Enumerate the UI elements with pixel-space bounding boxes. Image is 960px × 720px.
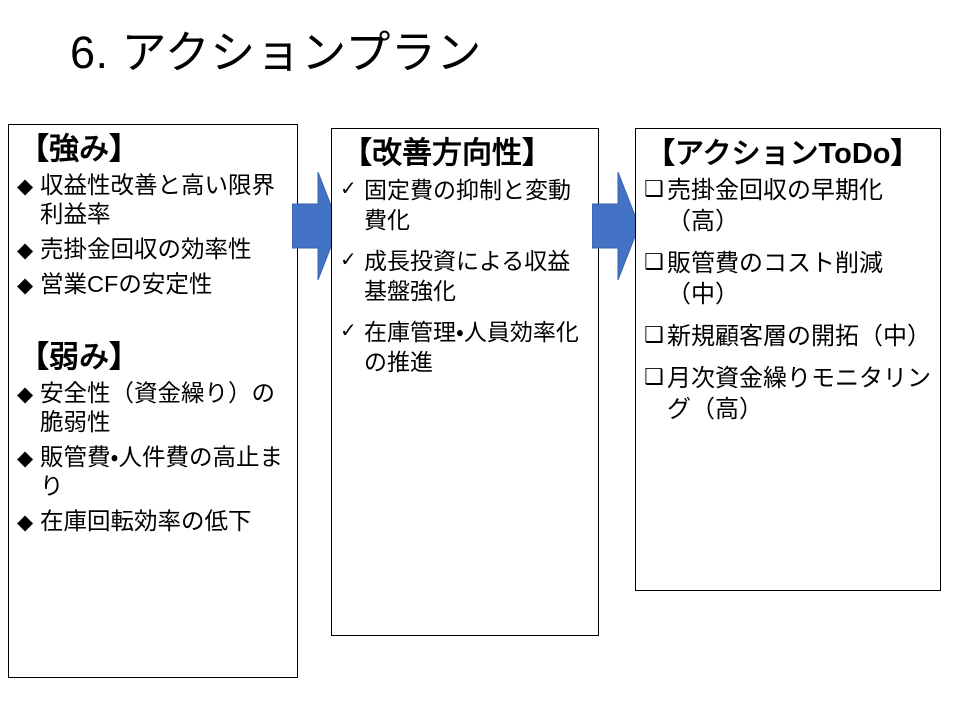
weaknesses-list: ◆ 安全性（資金繰り）の脆弱性 ◆ 販管費・人件費の高止まり ◆ 在庫回転効率の… bbox=[17, 379, 289, 536]
right-arrow-icon bbox=[592, 170, 640, 282]
checkbox-bullet-icon: ❑ bbox=[644, 322, 664, 347]
list-item: ❑ 売掛金回収の早期化（高） bbox=[644, 175, 932, 237]
checkbox-bullet-icon: ❑ bbox=[644, 364, 664, 389]
panel-todo-heading: 【アクションToDo】 bbox=[646, 138, 920, 170]
list-item: ❑ 販管費のコスト削減（中） bbox=[644, 248, 932, 310]
list-item-label: 在庫管理・人員効率化の推進 bbox=[364, 319, 579, 375]
list-item: ◆ 安全性（資金繰り）の脆弱性 bbox=[17, 379, 289, 437]
list-item-label: 売掛金回収の早期化（高） bbox=[667, 177, 883, 235]
check-bullet-icon: ✓ bbox=[340, 320, 357, 342]
list-item: ◆ 販管費・人件費の高止まり bbox=[17, 443, 289, 501]
checkbox-bullet-icon: ❑ bbox=[644, 249, 664, 274]
list-item: ◆ 収益性改善と高い限界利益率 bbox=[17, 171, 289, 229]
list-item: ✓ 在庫管理・人員効率化の推進 bbox=[340, 317, 590, 377]
panel-improvement-direction: 【改善方向性】 ✓ 固定費の抑制と変動費化 ✓ 成長投資による収益基盤強化 ✓ … bbox=[331, 128, 599, 636]
panel-strengths-heading: 【強み】 bbox=[19, 133, 139, 166]
list-item-label: 安全性（資金繰り）の脆弱性 bbox=[40, 380, 275, 435]
panel-direction-heading: 【改善方向性】 bbox=[342, 137, 552, 170]
diamond-bullet-icon: ◆ bbox=[17, 447, 34, 470]
direction-list: ✓ 固定費の抑制と変動費化 ✓ 成長投資による収益基盤強化 ✓ 在庫管理・人員効… bbox=[340, 175, 590, 377]
list-item: ✓ 成長投資による収益基盤強化 bbox=[340, 246, 590, 306]
list-item-label: 収益性改善と高い限界利益率 bbox=[40, 172, 275, 227]
list-item-label: 営業CFの安定性 bbox=[40, 271, 213, 297]
list-item-label: 新規顧客層の開拓（中） bbox=[667, 323, 931, 350]
todo-list: ❑ 売掛金回収の早期化（高） ❑ 販管費のコスト削減（中） ❑ 新規顧客層の開拓… bbox=[644, 175, 932, 425]
list-item-label: 売掛金回収の効率性 bbox=[40, 236, 252, 262]
panel-weaknesses-heading: 【弱み】 bbox=[19, 341, 139, 374]
list-item: ◆ 営業CFの安定性 bbox=[17, 270, 289, 299]
check-bullet-icon: ✓ bbox=[340, 249, 357, 271]
diamond-bullet-icon: ◆ bbox=[17, 383, 34, 406]
section-spacer bbox=[17, 305, 289, 339]
right-arrow-icon bbox=[292, 170, 340, 282]
panel-action-todo: 【アクションToDo】 ❑ 売掛金回収の早期化（高） ❑ 販管費のコスト削減（中… bbox=[635, 128, 941, 591]
list-item-label: 在庫回転効率の低下 bbox=[40, 508, 252, 534]
strengths-list: ◆ 収益性改善と高い限界利益率 ◆ 売掛金回収の効率性 ◆ 営業CFの安定性 bbox=[17, 171, 289, 299]
list-item-label: 月次資金繰りモニタリング（高） bbox=[667, 365, 931, 423]
list-item: ◆ 在庫回転効率の低下 bbox=[17, 507, 289, 536]
list-item: ❑ 新規顧客層の開拓（中） bbox=[644, 321, 932, 352]
list-item: ❑ 月次資金繰りモニタリング（高） bbox=[644, 363, 932, 425]
diamond-bullet-icon: ◆ bbox=[17, 511, 34, 534]
list-item-label: 販管費のコスト削減（中） bbox=[667, 250, 883, 308]
panel-strengths: 【強み】 ◆ 収益性改善と高い限界利益率 ◆ 売掛金回収の効率性 ◆ 営業CFの… bbox=[8, 124, 298, 678]
list-item-label: 成長投資による収益基盤強化 bbox=[364, 248, 571, 304]
page-title: 6. アクションプラン bbox=[70, 27, 482, 78]
checkbox-bullet-icon: ❑ bbox=[644, 176, 664, 201]
diamond-bullet-icon: ◆ bbox=[17, 274, 34, 297]
diamond-bullet-icon: ◆ bbox=[17, 175, 34, 198]
check-bullet-icon: ✓ bbox=[340, 178, 357, 200]
list-item: ◆ 売掛金回収の効率性 bbox=[17, 235, 289, 264]
diamond-bullet-icon: ◆ bbox=[17, 239, 34, 262]
list-item-label: 販管費・人件費の高止まり bbox=[40, 444, 283, 499]
list-item: ✓ 固定費の抑制と変動費化 bbox=[340, 175, 590, 235]
list-item-label: 固定費の抑制と変動費化 bbox=[364, 177, 571, 233]
